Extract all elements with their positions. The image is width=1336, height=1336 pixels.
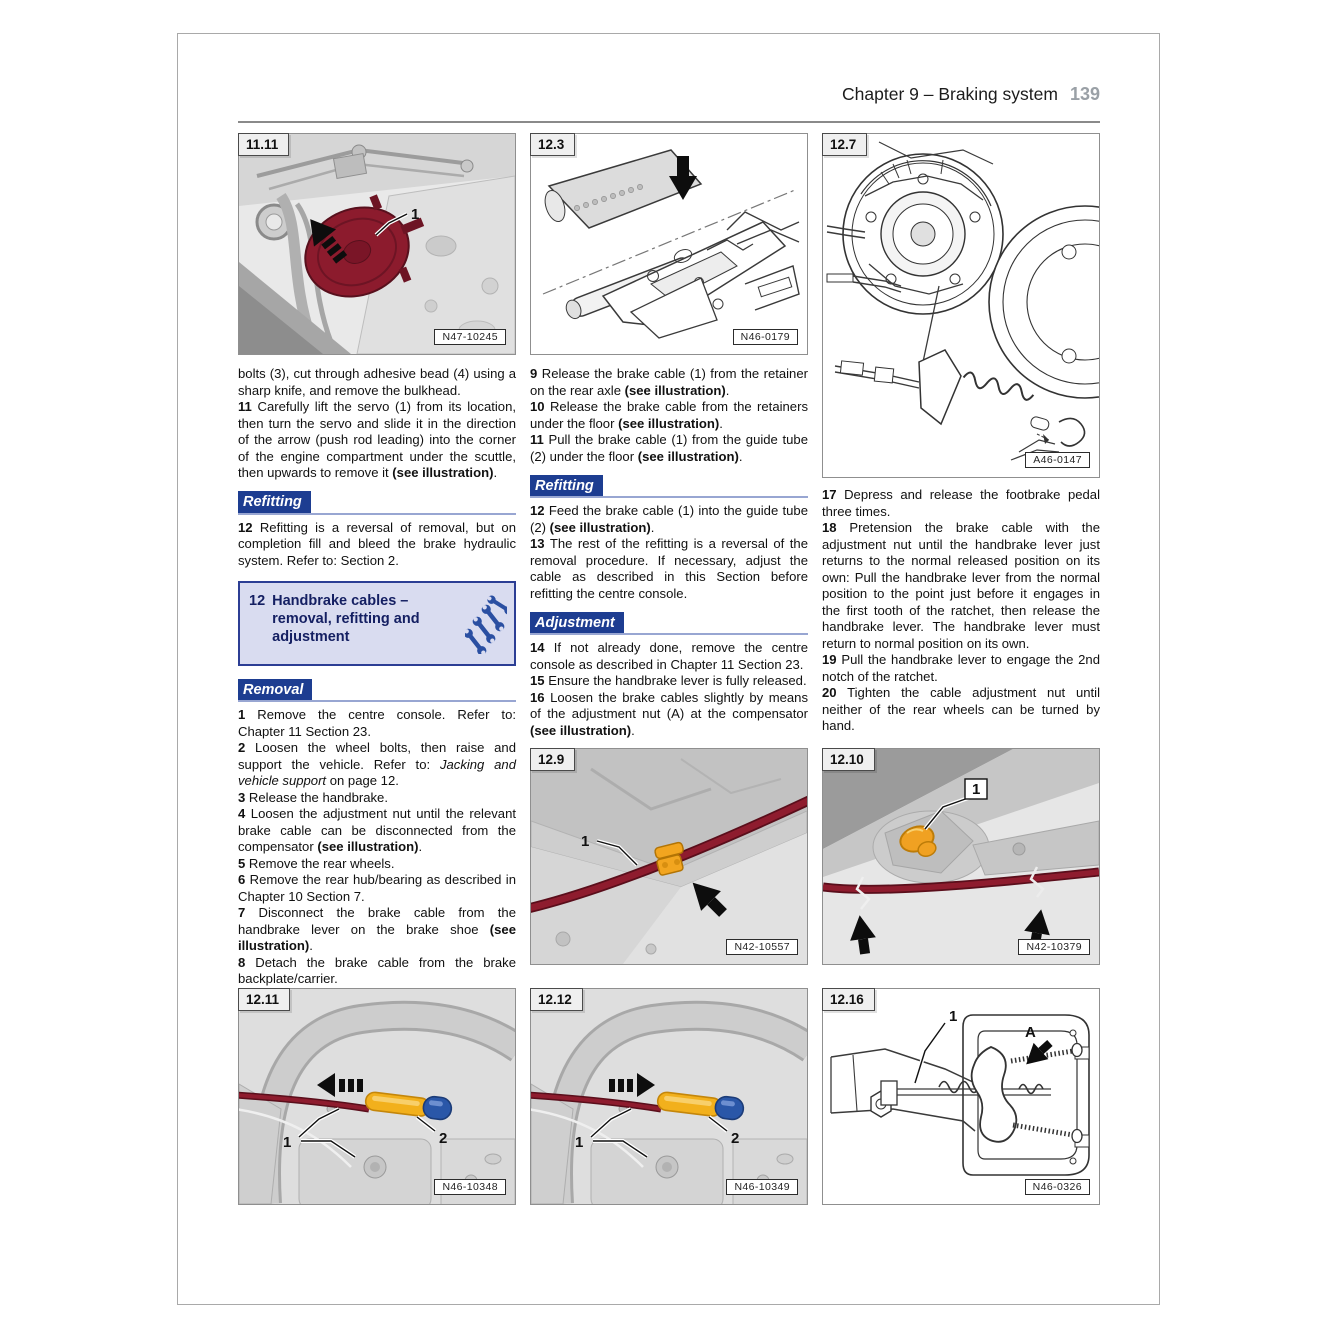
column-3-text: 17 Depress and release the footbrake ped… (822, 487, 1100, 735)
callout-2: 2 (731, 1130, 739, 1147)
cable-clip (654, 841, 684, 876)
figure-ref-code: N46-10349 (726, 1179, 798, 1195)
section-number: 12 (249, 593, 266, 609)
figure-12-7: 12.7 A46-0147 (822, 133, 1100, 478)
compensator-illustration: A 1 (823, 989, 1099, 1204)
figure-number: 12.11 (238, 988, 291, 1011)
servo-removal-illustration: 1 (239, 134, 515, 354)
column-1-text: bolts (3), cut through adhesive bead (4)… (238, 366, 516, 988)
step-11b: 11 Pull the brake cable (1) from the gui… (530, 432, 808, 464)
figure-number: 12.12 (530, 988, 583, 1011)
figure-ref-code: N46-0326 (1024, 1179, 1090, 1195)
callout-1: 1 (575, 1134, 583, 1151)
step-11: 11 Carefully lift the servo (1) from its… (238, 399, 516, 480)
pull-direction-arrow (317, 1073, 363, 1097)
step-2: 2 Loosen the wheel bolts, then raise and… (238, 740, 516, 788)
figure-12-12: 1 2 12.12 N46-10349 (530, 988, 808, 1205)
figure-12-3: 12.3 N46-0179 (530, 133, 808, 355)
press-arrow (669, 156, 697, 200)
brake-backplate-illustration (823, 134, 1099, 477)
direction-arrow (692, 882, 727, 917)
callout-1: 1 (972, 781, 980, 798)
page-number: 139 (1069, 84, 1100, 104)
step-19: 19 Pull the handbrake lever to engage th… (822, 652, 1100, 684)
step-15: 15 Ensure the handbrake lever is fully r… (530, 673, 807, 688)
paragraph: bolts (3), cut through adhesive bead (4)… (238, 366, 516, 398)
figure-ref-code: N42-10379 (1018, 939, 1090, 955)
figure-ref-code: N46-10348 (434, 1179, 506, 1195)
figure-number: 12.3 (530, 133, 576, 156)
removal-heading: Removal (238, 678, 516, 702)
step-20: 20 Tighten the cable adjustment nut unti… (822, 685, 1100, 733)
adjustment-heading: Adjustment (530, 611, 808, 635)
figure-ref-code: N47-10245 (434, 329, 506, 345)
refitting-heading: Refitting (238, 491, 516, 515)
figure-ref-code: A46-0147 (1025, 452, 1090, 468)
step-16: 16 Loosen the brake cables slightly by m… (530, 689, 808, 738)
step-12: 12 Refitting is a reversal of removal, b… (238, 519, 516, 568)
figure-ref-code: N46-0179 (732, 329, 798, 345)
step-10: 10 Release the brake cable from the reta… (530, 399, 808, 431)
figure-12-11: 1 2 12.11 N46-10348 (238, 988, 516, 1205)
step-18: 18 Pretension the brake cable with the a… (822, 520, 1100, 651)
step-13: 13 The rest of the refitting is a revers… (530, 536, 808, 601)
figure-number: 12.7 (822, 133, 868, 156)
step-12b: 12 Feed the brake cable (1) into the gui… (530, 503, 808, 535)
callout-2: 2 (439, 1130, 447, 1147)
figure-12-10: 1 12.10 N42-10379 (822, 748, 1100, 965)
direction-arrow-left (850, 915, 876, 955)
cable-grommet (899, 825, 937, 857)
header-rule (238, 121, 1100, 123)
figure-ref-code: N42-10557 (726, 939, 798, 955)
feed-direction-arrow (609, 1073, 655, 1097)
handbrake-lever-illustration (531, 134, 807, 354)
callout-1: 1 (949, 1008, 957, 1025)
direction-arrow (310, 219, 348, 264)
step-8: 8 Detach the brake cable from the brake … (238, 954, 516, 987)
chapter-title: Chapter 9 – Braking system (842, 84, 1058, 104)
figure-12-9: 1 12.9 N42-10557 (530, 748, 808, 965)
callout-1: 1 (283, 1134, 291, 1151)
adjustment-arrow (1026, 1039, 1053, 1065)
step-14: 14 If not already done, remove the centr… (530, 640, 808, 672)
figure-number: 12.16 (822, 988, 875, 1011)
column-2-text: 9 Release the brake cable (1) from the r… (530, 366, 808, 739)
step-1: 1 Remove the centre console. Refer to: C… (238, 707, 516, 739)
figure-number: 12.10 (822, 748, 875, 771)
step-7: 7 Disconnect the brake cable from the ha… (238, 905, 516, 953)
step-3: 3 Release the handbrake. (238, 789, 388, 805)
step-9: 9 Release the brake cable (1) from the r… (530, 366, 808, 398)
guide-tube-feed-illustration: 1 2 (531, 989, 807, 1204)
step-6: 6 Remove the rear hub/bearing as describ… (238, 872, 516, 904)
callout-A: A (1025, 1024, 1036, 1041)
section-title: Handbrake cables – removal, refitting an… (272, 593, 420, 646)
figure-number: 12.9 (530, 748, 576, 771)
page-header: Chapter 9 – Braking system 139 (238, 84, 1100, 105)
figure-11-11: 1 11.11 N47-10245 (238, 133, 516, 355)
cable-retainer-illustration: 1 (531, 749, 807, 964)
figure-number: 11.11 (238, 133, 290, 156)
step-5: 5 Remove the rear wheels. (238, 855, 395, 871)
figure-12-16: A 1 12.16 N46-0326 (822, 988, 1100, 1205)
callout-1: 1 (411, 206, 419, 223)
guide-tube (656, 1091, 745, 1121)
step-4: 4 Loosen the adjustment nut until the re… (238, 806, 516, 854)
section-12-heading-box: 12 Handbrake cables – removal, refitting… (238, 581, 516, 666)
guide-tube (364, 1091, 453, 1121)
callout-1: 1 (581, 833, 589, 850)
step-17: 17 Depress and release the footbrake ped… (822, 487, 1100, 519)
wrenches-icon (465, 595, 507, 654)
guide-tube-pull-illustration: 1 2 (239, 989, 515, 1204)
floor-retainers-illustration: 1 (823, 749, 1099, 964)
refitting-heading-2: Refitting (530, 474, 808, 498)
